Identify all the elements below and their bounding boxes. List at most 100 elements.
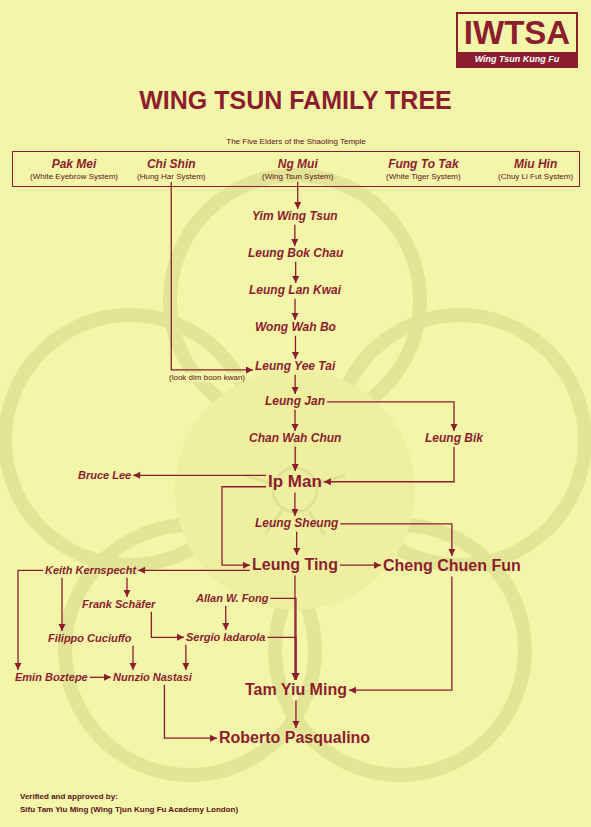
arrowhead bbox=[291, 239, 298, 246]
person-name: Sergio Iadarola bbox=[184, 630, 267, 645]
connector-line bbox=[294, 575, 295, 680]
person-name: Leung Ting bbox=[250, 555, 340, 575]
system-text: Wing Tsun Kung Fu bbox=[458, 52, 576, 66]
system-text: (Chuy Li Fut System) bbox=[498, 172, 573, 181]
person-name: Nunzio Nastasi bbox=[111, 670, 194, 685]
lineage-arrow bbox=[182, 645, 189, 670]
lineage-arrow bbox=[292, 700, 299, 728]
lineage-arrow bbox=[164, 685, 217, 742]
lineage-arrow bbox=[292, 447, 299, 471]
lineage-arrow bbox=[293, 532, 300, 555]
connector-line bbox=[133, 475, 266, 476]
lineage-arrow bbox=[340, 562, 381, 569]
lineage-arrow bbox=[151, 612, 184, 641]
name-text: Tam Yiu Ming bbox=[245, 681, 347, 699]
lineage-arrow bbox=[291, 575, 298, 680]
name-text: Wong Wah Bo bbox=[255, 321, 336, 335]
arrowhead bbox=[138, 567, 145, 574]
elder-name: Ng Mui(Wing Tsun System) bbox=[260, 157, 335, 182]
elder-name: Miu Hin(Chuy Li Fut System) bbox=[496, 157, 575, 182]
edge-label: (look dim boon kwan) bbox=[168, 373, 246, 382]
arrowhead bbox=[133, 472, 140, 479]
diagram-title: WING TSUN FAMILY TREE bbox=[0, 86, 591, 115]
lineage-arrow bbox=[130, 646, 137, 670]
name-text: Leung Bik bbox=[425, 432, 483, 446]
name-text: Frank Schäfer bbox=[82, 598, 155, 611]
person-name: Filippo Cuciuffo bbox=[46, 631, 134, 646]
name-text: Ng Mui bbox=[262, 158, 333, 172]
person-name: Allan W. Fong bbox=[194, 591, 271, 606]
lineage-arrow bbox=[324, 447, 454, 485]
lineage-arrow bbox=[291, 493, 298, 516]
arrowhead bbox=[130, 663, 137, 670]
person-name: Leung Jan bbox=[263, 394, 327, 410]
name-text: Leung Jan bbox=[265, 395, 325, 409]
arrowhead bbox=[291, 509, 298, 516]
lineage-arrow bbox=[133, 472, 266, 479]
arrowhead bbox=[292, 352, 299, 359]
lineage-arrow bbox=[327, 402, 457, 431]
system-text: (White Eyebrow System) bbox=[30, 172, 118, 181]
elder-name: Fung To Tak(White Tiger System) bbox=[384, 157, 463, 182]
person-name: Leung Lan Kwai bbox=[247, 283, 343, 299]
connector-line bbox=[164, 685, 217, 739]
arrowhead bbox=[292, 313, 299, 320]
name-text: Cheng Chuen Fun bbox=[383, 557, 521, 575]
name-text: Allan W. Fong bbox=[196, 592, 269, 605]
name-text: Fung To Tak bbox=[386, 158, 461, 172]
person-name: Leung Bok Chau bbox=[246, 246, 345, 262]
lineage-arrow bbox=[138, 567, 250, 574]
connector-line bbox=[324, 447, 454, 482]
arrowhead bbox=[59, 624, 66, 631]
name-text: Miu Hin bbox=[498, 158, 573, 172]
arrowhead bbox=[292, 387, 299, 394]
person-name: Cheng Chuen Fun bbox=[381, 556, 523, 576]
connector-line bbox=[349, 576, 452, 690]
lineage-arrow bbox=[59, 578, 66, 631]
lineage-arrow bbox=[292, 375, 299, 394]
lineage-arrow bbox=[124, 578, 131, 597]
name-text: IWTSA bbox=[458, 14, 576, 52]
arrowhead bbox=[292, 424, 299, 431]
person-name: Tam Yiu Ming bbox=[243, 680, 349, 700]
person-name: Leung Yee Tai bbox=[253, 359, 337, 375]
lineage-arrow bbox=[15, 570, 44, 670]
name-text: Leung Bok Chau bbox=[248, 247, 343, 261]
name-text: Chan Wah Chun bbox=[249, 432, 341, 446]
arrowhead bbox=[210, 735, 217, 742]
lineage-arrow bbox=[171, 182, 253, 373]
lineage-arrow bbox=[291, 225, 298, 246]
connector-line bbox=[171, 182, 253, 370]
name-text: Ip Man bbox=[268, 472, 322, 492]
elder-name: Pak Mei(White Eyebrow System) bbox=[28, 157, 120, 182]
arrowhead bbox=[292, 464, 299, 471]
arrowhead bbox=[104, 674, 111, 681]
connector-line bbox=[138, 570, 250, 571]
person-name: Wong Wah Bo bbox=[253, 320, 338, 336]
arrowhead bbox=[15, 663, 22, 670]
person-name: Keith Kernspecht bbox=[43, 563, 138, 578]
elders-band: The Five Elders of the Shaoling TemplePa… bbox=[12, 151, 580, 187]
name-text: Yim Wing Tsun bbox=[252, 210, 338, 224]
name-text: Roberto Pasqualino bbox=[219, 729, 370, 747]
name-text: Keith Kernspecht bbox=[45, 564, 136, 577]
lineage-arrow bbox=[90, 674, 111, 681]
arrowhead bbox=[246, 366, 253, 373]
lineage-arrow bbox=[292, 410, 299, 431]
arrowhead bbox=[294, 202, 301, 209]
band-heading: The Five Elders of the Shaoling Temple bbox=[13, 137, 579, 146]
logo-box: IWTSAWing Tsun Kung Fu bbox=[456, 12, 578, 68]
person-name: Chan Wah Chun bbox=[247, 431, 343, 447]
person-name: Emin Boztepe bbox=[13, 670, 90, 685]
arrowhead bbox=[451, 424, 458, 431]
person-name: Bruce Lee bbox=[76, 468, 133, 483]
system-text: (White Tiger System) bbox=[386, 172, 461, 181]
lineage-arrow bbox=[292, 336, 299, 359]
arrowhead bbox=[292, 276, 299, 283]
connector-line bbox=[18, 570, 43, 670]
connector-line bbox=[151, 612, 184, 638]
name-text: Leung Lan Kwai bbox=[249, 284, 341, 298]
arrowhead bbox=[374, 562, 381, 569]
arrowhead bbox=[293, 548, 300, 555]
